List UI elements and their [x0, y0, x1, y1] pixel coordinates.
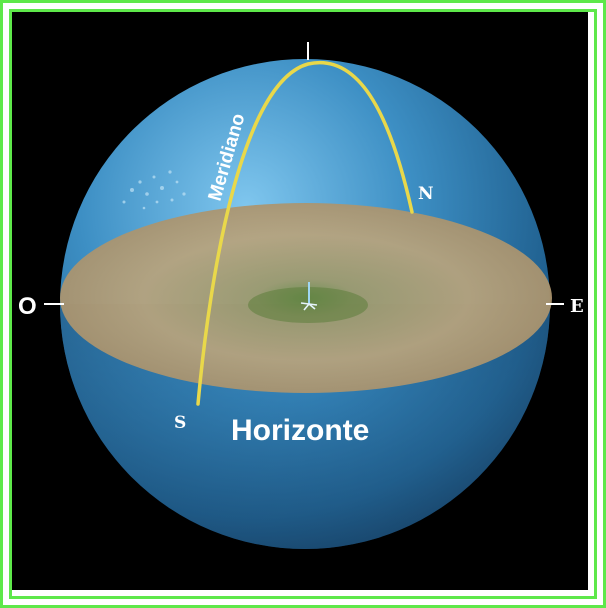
celestial-sphere-diagram: Meridiano N S E O Horizonte — [12, 12, 588, 590]
sphere-svg: Meridiano N S E O Horizonte — [18, 42, 584, 549]
north-label: N — [418, 184, 434, 204]
horizon-label: Horizonte — [231, 414, 369, 447]
south-label: S — [174, 413, 186, 433]
star-cluster — [122, 170, 186, 210]
west-label: O — [18, 293, 37, 320]
east-label: E — [570, 296, 584, 317]
observer-marker — [248, 282, 368, 323]
meridian-arc — [196, 60, 414, 406]
